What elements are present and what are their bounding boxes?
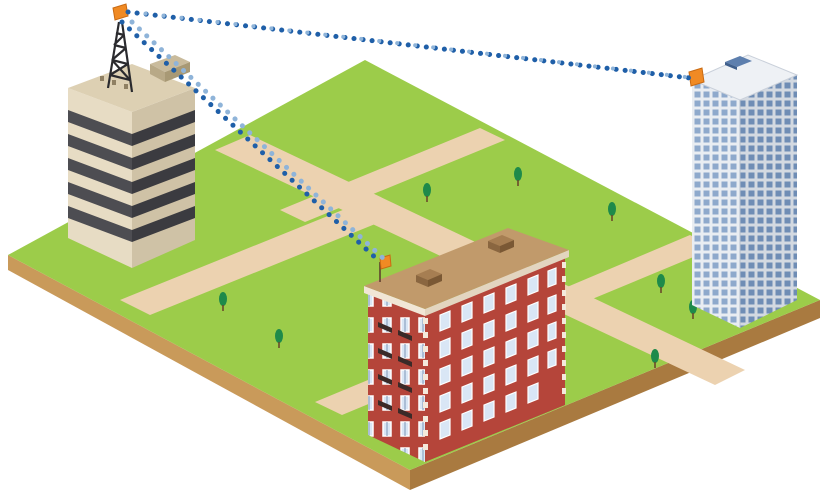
skyscraper-side-face: [740, 75, 797, 328]
office-building-left: [68, 4, 195, 268]
skyscraper-front-face: [692, 80, 740, 328]
skyscraper-right: [689, 55, 797, 328]
link-top: [128, 12, 690, 78]
brick-front-face: [368, 290, 425, 462]
